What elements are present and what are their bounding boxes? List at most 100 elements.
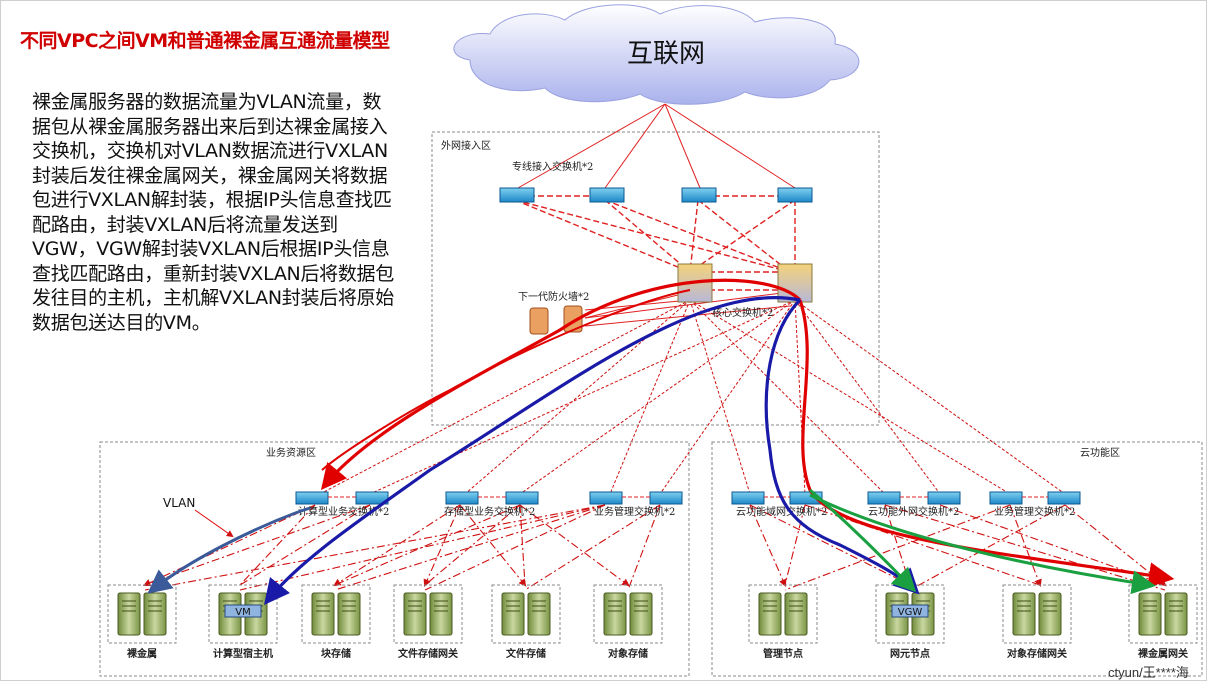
vm-tag: VM <box>235 607 250 618</box>
switch-icon <box>649 491 683 505</box>
dedicated-switch-pair: 专线接入交换机*2 <box>499 160 625 203</box>
server-icon <box>527 592 551 636</box>
server-icon <box>311 592 335 636</box>
server-group-box <box>1128 584 1198 644</box>
file-gateway-label: 文件存储网关 <box>398 647 458 660</box>
switch-icon <box>867 491 901 505</box>
server-groups: 裸金属 VM 计算型宿主机 块存储 文件存储网关 文件存储 对象存储 管理节点 VGW 网元节点 对… <box>107 584 1198 660</box>
compute-switch-pair: 计算型业务交换机*2 <box>295 491 389 518</box>
server-icon <box>784 592 808 636</box>
red-flow-to-bm-gateway <box>798 299 1175 588</box>
switch-icon <box>295 491 329 505</box>
server-icon <box>403 592 427 636</box>
cloud-ext-switch-label: 云功能外网交换机*2 <box>868 505 959 518</box>
object-gateway-label: 对象存储网关 <box>1007 647 1067 660</box>
vgw-tag-box <box>891 604 929 618</box>
bare-metal-group: 裸金属 <box>107 584 177 660</box>
server-icon <box>1164 592 1188 636</box>
compute-host-group: VM 计算型宿主机 <box>208 584 278 660</box>
server-group-box <box>875 584 945 644</box>
cloud-ext-switch-pair: 云功能外网交换机*2 <box>867 491 961 518</box>
cloud-zone-label: 云功能区 <box>1080 446 1120 459</box>
server-group-box <box>301 584 371 644</box>
server-icon <box>1138 592 1162 636</box>
red-flow-to-compute <box>320 278 802 490</box>
business-zone <box>99 441 690 677</box>
vlan-arrow <box>147 510 299 594</box>
block-storage-label: 块存储 <box>321 647 351 660</box>
switch-icon <box>731 491 765 505</box>
vlan-label-pointer <box>194 509 234 538</box>
internet-links <box>517 103 796 189</box>
switch-icon <box>505 491 539 505</box>
file-storage-group: 文件存储 <box>491 584 561 660</box>
internet-cloud: 互联网 <box>453 4 860 105</box>
switch-icon <box>681 187 717 203</box>
biz-mgmt-switch-pair: 业务管理交换机*2 <box>989 491 1081 518</box>
switch-icon <box>589 491 623 505</box>
server-icon <box>1038 592 1062 636</box>
block-storage-group: 块存储 <box>301 584 371 660</box>
object-storage-label: 对象存储 <box>608 647 648 660</box>
bare-metal-label: 裸金属 <box>127 647 157 660</box>
server-icon <box>429 592 453 636</box>
cloud-zone <box>711 441 1203 677</box>
server-group-box <box>1002 584 1072 644</box>
slide-title: 不同VPC之间VM和普通裸金属互通流量模型 <box>20 30 390 52</box>
server-group-box <box>208 584 278 644</box>
compute-host-label: 计算型宿主机 <box>213 647 273 660</box>
cloud-core-switch-label: 云功能域网交换机*2 <box>736 505 827 518</box>
bm-gateway-group: 裸金属网关 <box>1128 584 1198 660</box>
server-group-box <box>593 584 663 644</box>
switch-icon <box>927 491 961 505</box>
core-switch-label: 核心交换机*2 <box>712 306 773 319</box>
switch-icon <box>989 491 1023 505</box>
biz-mgmt-switch-label: 业务管理交换机*2 <box>994 505 1075 518</box>
external-zone-label: 外网接入区 <box>441 139 491 152</box>
object-gateway-group: 对象存储网关 <box>1002 584 1072 660</box>
watermark: ctyun/王****海 <box>1108 665 1189 680</box>
server-icon <box>629 592 653 636</box>
cloud-label: 互联网 <box>627 39 705 69</box>
network-node-group: VGW 网元节点 <box>875 584 945 660</box>
server-icon <box>1012 592 1036 636</box>
file-storage-label: 文件存储 <box>506 647 546 660</box>
server-group-box <box>491 584 561 644</box>
server-icon <box>758 592 782 636</box>
server-icon <box>603 592 627 636</box>
mgmt-node-group: 管理节点 <box>748 584 818 660</box>
server-icon <box>117 592 141 636</box>
switch-icon <box>445 491 479 505</box>
firewall-icon <box>529 307 549 335</box>
blue-flow-to-vgw <box>764 298 920 595</box>
server-group-box <box>393 584 463 644</box>
mgmt-node-label: 管理节点 <box>763 647 803 660</box>
mgmt-switch-pair: 业务管理交换机*2 <box>589 491 683 518</box>
file-gateway-group: 文件存储网关 <box>393 584 463 660</box>
server-icon <box>337 592 361 636</box>
internet-switch-pair <box>681 187 813 203</box>
switch-icon <box>1047 491 1081 505</box>
server-icon <box>143 592 167 636</box>
storage-switch-label: 存储型业务交换机*2 <box>444 505 535 518</box>
red-flow-upper <box>321 289 691 471</box>
core-downlinks <box>319 299 1066 495</box>
business-zone-label: 业务资源区 <box>266 446 316 459</box>
server-icon <box>501 592 525 636</box>
description-paragraph: 裸金属服务器的数据流量为VLAN流量，数据包从裸金属服务器出来后到达裸金属接入交… <box>32 91 394 334</box>
external-dashed-links <box>514 195 796 291</box>
switch-icon <box>777 187 813 203</box>
vlan-label: VLAN <box>163 496 195 510</box>
switch-icon <box>589 187 625 203</box>
blue-flow-to-vm <box>263 296 801 605</box>
switch-icon <box>499 187 535 203</box>
dedicated-switch-label: 专线接入交换机*2 <box>512 160 593 173</box>
bm-gateway-label: 裸金属网关 <box>1138 647 1188 660</box>
storage-switch-pair: 存储型业务交换机*2 <box>444 491 539 518</box>
mgmt-switch-label: 业务管理交换机*2 <box>594 505 675 518</box>
network-node-label: 网元节点 <box>890 647 930 660</box>
vgw-tag: VGW <box>898 607 923 618</box>
firewall-pair: 下一代防火墙*2 <box>518 290 589 335</box>
object-storage-group: 对象存储 <box>593 584 663 660</box>
